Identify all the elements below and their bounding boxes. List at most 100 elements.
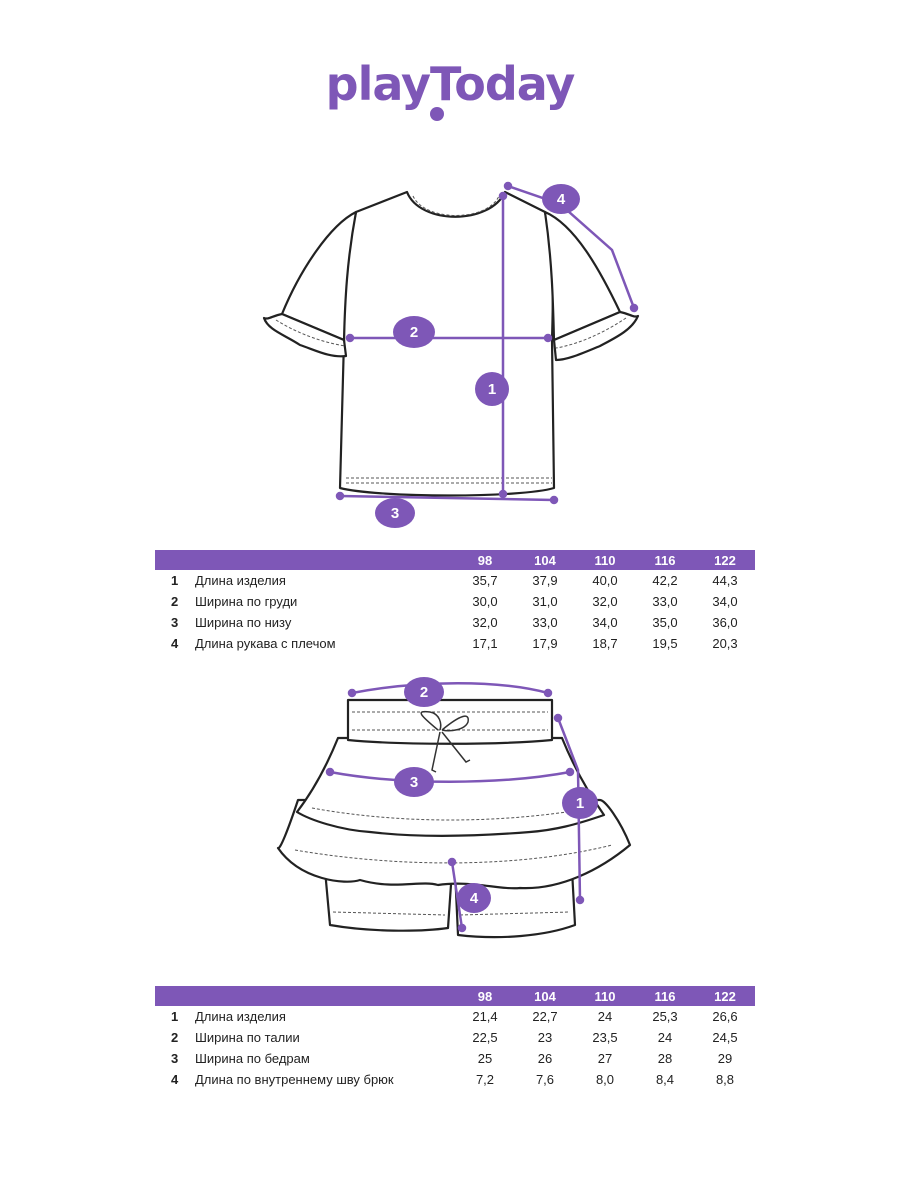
row-label: Длина изделия	[195, 1009, 286, 1024]
table-cell: 18,7	[592, 636, 618, 651]
table-cell: 33,0	[652, 594, 678, 609]
skirt-marker-3: 3	[394, 767, 434, 797]
skirt-marker-1: 1	[562, 787, 598, 819]
table-row: 1 Длина изделия 35,7 37,9 40,0 42,2 44,3	[155, 570, 755, 591]
tshirt-marker-1: 1	[475, 372, 509, 406]
table-cell: 25,3	[652, 1009, 678, 1024]
tshirt-measure-lines	[335, 181, 639, 505]
row-number: 2	[171, 1030, 179, 1045]
skirt-measure-lines	[325, 682, 585, 933]
table-row: 3 Ширина по низу 32,0 33,0 34,0 35,0 36,…	[155, 612, 755, 633]
table-row: 4 Длина рукава с плечом 17,1 17,9 18,7 1…	[155, 633, 755, 654]
table-row: 4 Длина по внутреннему шву брюк 7,2 7,6 …	[155, 1069, 755, 1090]
table-row: 2 Ширина по талии 22,5 23 23,5 24 24,5	[155, 1027, 755, 1048]
table-cell: 30,0	[472, 594, 498, 609]
table-cell: 23,5	[592, 1030, 618, 1045]
table-cell: 17,9	[532, 636, 558, 651]
table-cell: 33,0	[532, 615, 558, 630]
table-cell: 17,1	[472, 636, 498, 651]
table-cell: 22,5	[472, 1030, 498, 1045]
table-cell: 26	[537, 1051, 553, 1066]
skirt-size-header: 98 104 110 116 122	[155, 986, 755, 1006]
table-cell: 29	[717, 1051, 733, 1066]
svg-text:2: 2	[410, 324, 418, 341]
table-cell: 19,5	[652, 636, 678, 651]
table-cell: 34,0	[592, 615, 618, 630]
size-col-110: 110	[575, 550, 635, 570]
row-number: 1	[171, 1009, 179, 1024]
table-row: 3 Ширина по бедрам 25 26 27 28 29	[155, 1048, 755, 1069]
size-col-122: 122	[695, 550, 755, 570]
svg-text:4: 4	[470, 890, 479, 907]
table-cell: 26,6	[712, 1009, 738, 1024]
table-cell: 24,5	[712, 1030, 738, 1045]
table-cell: 8,8	[715, 1072, 735, 1087]
svg-text:3: 3	[410, 774, 418, 791]
size-col-116: 116	[635, 986, 695, 1006]
table-cell: 21,4	[472, 1009, 498, 1024]
logo-dot-icon	[430, 107, 444, 121]
table-cell: 22,7	[532, 1009, 558, 1024]
svg-text:1: 1	[488, 381, 496, 398]
size-col-110: 110	[575, 986, 635, 1006]
table-cell: 25	[477, 1051, 493, 1066]
table-cell: 40,0	[592, 573, 618, 588]
table-cell: 34,0	[712, 594, 738, 609]
brand-logo: playToday	[326, 57, 576, 121]
tshirt-outline	[262, 190, 640, 497]
tshirt-size-table: 98 104 110 116 122 1 Длина изделия 35,7 …	[155, 550, 755, 654]
skirt-marker-4: 4	[457, 883, 491, 913]
row-label: Ширина по бедрам	[195, 1051, 310, 1066]
row-label: Длина рукава с плечом	[195, 636, 336, 651]
tshirt-sketch: 1 2 3 4	[262, 181, 640, 528]
tshirt-marker-4: 4	[542, 184, 580, 214]
table-row: 2 Ширина по груди 30,0 31,0 32,0 33,0 34…	[155, 591, 755, 612]
size-col-98: 98	[455, 550, 515, 570]
row-number: 4	[171, 1072, 179, 1087]
size-col-122: 122	[695, 986, 755, 1006]
svg-text:4: 4	[557, 191, 566, 208]
row-number: 4	[171, 636, 179, 651]
size-col-98: 98	[455, 986, 515, 1006]
skirt-size-table: 98 104 110 116 122 1 Длина изделия 21,4 …	[155, 986, 755, 1090]
table-cell: 8,0	[595, 1072, 615, 1087]
table-row: 1 Длина изделия 21,4 22,7 24 25,3 26,6	[155, 1006, 755, 1027]
tshirt-stitching	[275, 195, 627, 484]
skirt-outline	[276, 698, 632, 939]
row-number: 3	[171, 615, 179, 630]
size-col-104: 104	[515, 986, 575, 1006]
table-cell: 44,3	[712, 573, 738, 588]
table-cell: 24	[657, 1030, 673, 1045]
row-number: 3	[171, 1051, 179, 1066]
table-cell: 35,0	[652, 615, 678, 630]
table-cell: 23	[537, 1030, 553, 1045]
row-label: Ширина по груди	[195, 594, 298, 609]
drawstring-icon	[420, 710, 471, 773]
svg-text:3: 3	[391, 505, 399, 522]
svg-text:1: 1	[576, 795, 584, 812]
table-cell: 42,2	[652, 573, 678, 588]
brand-logo-text: playToday	[326, 57, 576, 111]
size-col-116: 116	[635, 550, 695, 570]
table-cell: 27	[597, 1051, 613, 1066]
table-cell: 31,0	[532, 594, 558, 609]
table-cell: 28	[657, 1051, 673, 1066]
table-cell: 7,2	[475, 1072, 495, 1087]
table-cell: 7,6	[535, 1072, 555, 1087]
table-cell: 35,7	[472, 573, 498, 588]
size-col-104: 104	[515, 550, 575, 570]
table-cell: 37,9	[532, 573, 558, 588]
row-label: Ширина по талии	[195, 1030, 300, 1045]
table-cell: 32,0	[592, 594, 618, 609]
svg-text:2: 2	[420, 684, 428, 701]
table-cell: 20,3	[712, 636, 738, 651]
skirt-marker-2: 2	[404, 677, 444, 707]
row-number: 2	[171, 594, 179, 609]
tshirt-size-header: 98 104 110 116 122	[155, 550, 755, 570]
row-number: 1	[171, 573, 179, 588]
row-label: Ширина по низу	[195, 615, 292, 630]
tshirt-marker-3: 3	[375, 498, 415, 528]
row-label: Длина по внутреннему шву брюк	[195, 1072, 394, 1087]
row-label: Длина изделия	[195, 573, 286, 588]
tshirt-marker-2: 2	[393, 316, 435, 348]
